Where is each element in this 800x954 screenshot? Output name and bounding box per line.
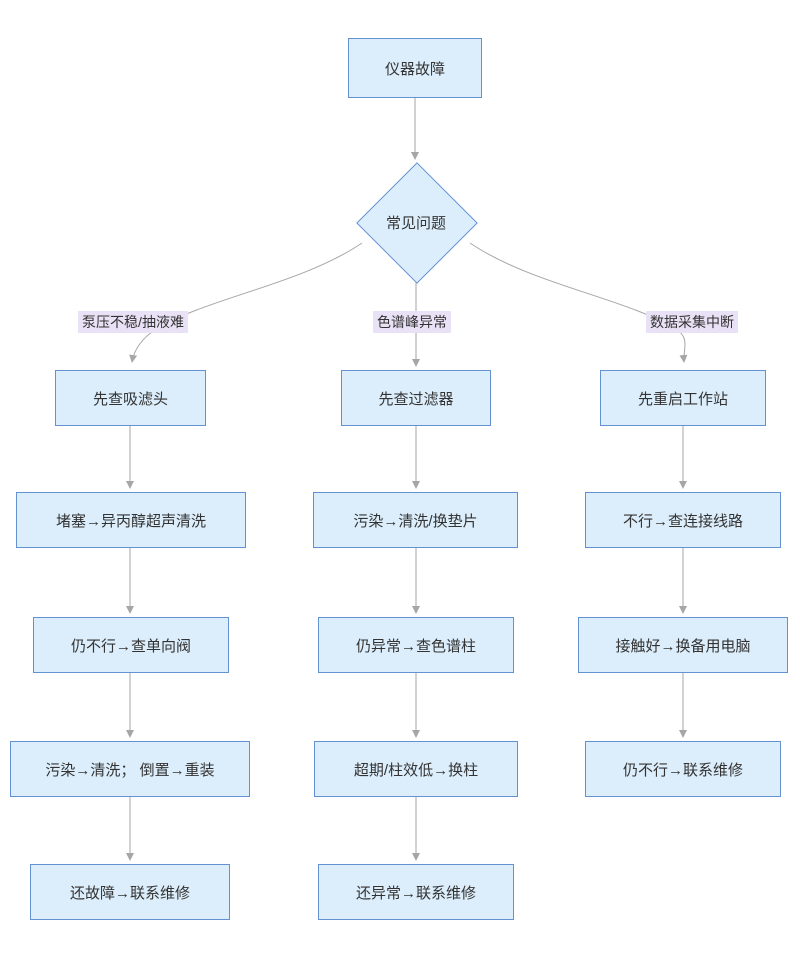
edge-decision-to-col1	[129, 242, 363, 363]
node-instrument-fault: 仪器故障	[348, 38, 482, 98]
node-col2-clean-replace-gasket: 污染→清洗/换垫片	[313, 492, 518, 548]
node-col3-contact-service: 仍不行→联系维修	[585, 741, 781, 797]
node-col2-contact-service: 还异常→联系维修	[318, 864, 514, 920]
node-col2-check-column: 仍异常→查色谱柱	[318, 617, 514, 673]
node-col1-clog-isopropanol-clean: 堵塞→异丙醇超声清洗	[16, 492, 246, 548]
node-col3-restart-workstation: 先重启工作站	[600, 370, 766, 426]
edge-label-peak-abnormal: 色谱峰异常	[373, 311, 451, 333]
node-col1-clean-reinstall: 污染→清洗； 倒置→重装	[10, 741, 250, 797]
edge-decision-to-col3	[469, 242, 688, 363]
node-col1-check-suction-filter: 先查吸滤头	[55, 370, 206, 426]
node-col2-replace-column: 超期/柱效低→换柱	[314, 741, 518, 797]
node-col3-check-cables: 不行→查连接线路	[585, 492, 781, 548]
node-col3-switch-backup-pc: 接触好→换备用电脑	[578, 617, 788, 673]
node-col2-check-filter: 先查过滤器	[341, 370, 491, 426]
edge-label-pump-pressure: 泵压不稳/抽液难	[78, 311, 188, 333]
decision-common-issues: 常见问题	[385, 214, 446, 232]
edge-label-data-interrupt: 数据采集中断	[646, 311, 738, 333]
node-col1-contact-service: 还故障→联系维修	[30, 864, 230, 920]
node-col1-check-check-valve: 仍不行→查单向阀	[33, 617, 229, 673]
